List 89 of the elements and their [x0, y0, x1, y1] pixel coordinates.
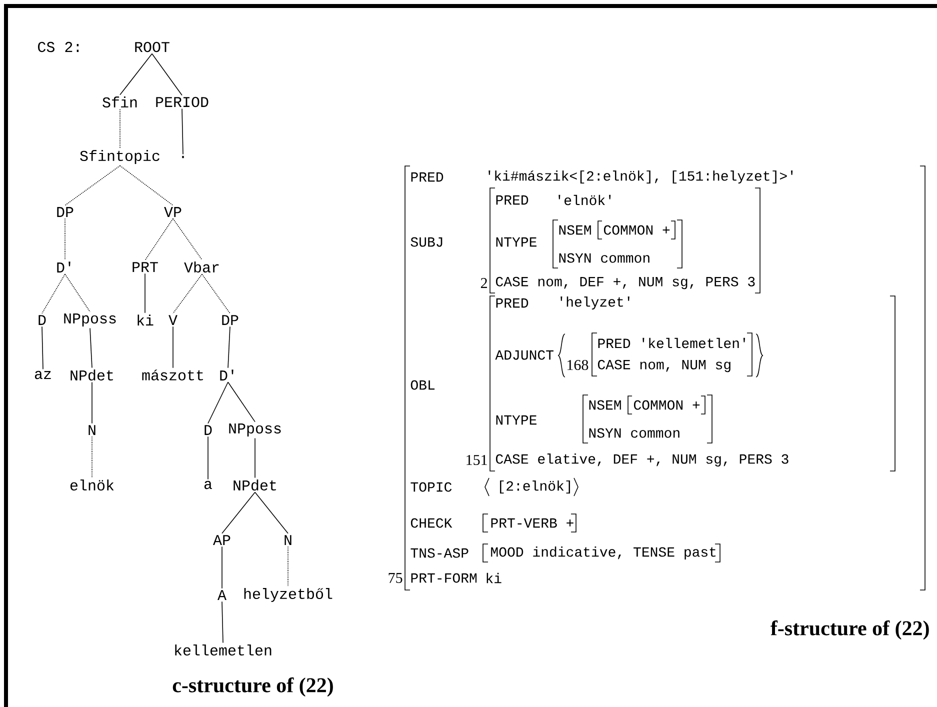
category-label: Sfintopic — [80, 150, 160, 164]
feature-name: PRED — [496, 298, 528, 308]
tree-branch — [172, 274, 202, 314]
feature-value: PRT-VERB + — [491, 518, 574, 528]
category-label: NPposs — [229, 424, 281, 436]
feature-value: 'elnök' — [558, 194, 611, 206]
category-label: Vbar — [184, 262, 219, 272]
index-number: 75 — [388, 573, 402, 583]
tree-branch — [64, 165, 120, 206]
tree-branch — [120, 165, 174, 206]
feature-name: TOPIC — [410, 482, 452, 492]
feature-value: NSYN common — [589, 428, 680, 438]
feature-name: NTYPE — [496, 415, 536, 425]
feature-name: CHECK — [410, 518, 452, 528]
tree-branch — [42, 274, 66, 314]
tree-branch — [64, 218, 66, 260]
feature-name: PRED — [496, 195, 528, 205]
category-label: DP — [222, 315, 238, 325]
feature-value: 'helyzet' — [560, 296, 630, 310]
feature-value: COMMON + — [604, 225, 670, 235]
tree-branch — [254, 438, 256, 478]
category-label: VP — [164, 207, 182, 217]
feature-name: PRT-FORM — [411, 573, 477, 583]
feature-value: ki — [486, 572, 502, 584]
category-label: NPposs — [64, 314, 116, 326]
index-number: 151 — [466, 455, 487, 466]
feature-value: CASE nom, NUM sg — [598, 360, 730, 372]
feature-value: NSYN common — [559, 253, 650, 263]
word-label: a — [204, 480, 212, 490]
category-label: PERIOD — [156, 96, 208, 108]
feature-name: NSEM — [589, 400, 621, 410]
category-label: D — [204, 425, 212, 435]
word-label: elnök — [70, 480, 114, 490]
feature-value: COMMON + — [634, 400, 700, 410]
category-label: V — [168, 315, 178, 325]
word-label: helyzetből — [244, 588, 332, 602]
category-label: N — [284, 535, 292, 545]
category-label: DP — [57, 207, 74, 217]
tree-branch — [120, 53, 152, 96]
feature-name: TNS-ASP — [410, 548, 468, 558]
category-label: D' — [220, 370, 234, 380]
tree-branch — [222, 492, 256, 534]
tree-branch — [42, 326, 44, 370]
tree-branch — [144, 218, 174, 261]
category-label: AP — [213, 535, 230, 545]
feature-name: OBL — [410, 380, 435, 390]
category-label: ROOT — [135, 42, 170, 52]
tree-branch — [222, 601, 224, 644]
index-number: 2 — [480, 278, 487, 288]
tree-branch — [64, 274, 90, 312]
feature-name: NTYPE — [496, 237, 536, 247]
category-label: A — [218, 590, 226, 600]
tree-branch — [228, 326, 230, 368]
category-label: NPdet — [70, 369, 113, 381]
feature-name: NSEM — [559, 225, 591, 235]
caption: c-structure of (22) — [172, 677, 333, 697]
feature-name: ADJUNCT — [495, 350, 554, 360]
tree-branch — [172, 326, 174, 368]
feature-value: CASE elative, DEF +, NUM sg, PERS 3 — [496, 453, 788, 467]
feature-name: PRED — [411, 172, 444, 182]
structure-number: CS 2: — [38, 42, 79, 52]
feature-name: SUBJ — [410, 237, 442, 247]
tree-branch — [208, 382, 228, 424]
tree-branch — [202, 274, 230, 314]
tree-branch — [182, 108, 184, 155]
tree-branch — [152, 53, 182, 96]
feature-value: MOOD indicative, TENSE past — [491, 546, 716, 560]
word-label: mászott — [142, 370, 203, 380]
index-number: 168 — [568, 360, 588, 370]
word-label: az — [34, 370, 51, 380]
tree-branch — [90, 328, 92, 368]
category-label: N — [88, 425, 96, 435]
caption: f-structure of (22) — [770, 620, 929, 640]
feature-value: [2:elnök] — [500, 480, 570, 494]
feature-value: CASE nom, DEF +, NUM sg, PERS 3 — [496, 276, 755, 290]
tree-branch — [228, 382, 256, 422]
category-label: NPdet — [234, 479, 276, 491]
tree-branch — [172, 218, 202, 260]
category-label: PRT — [132, 262, 158, 272]
category-label: Sfin — [102, 96, 137, 108]
feature-value: PRED 'kellemetlen' — [598, 338, 745, 348]
tree-branch — [254, 492, 288, 534]
word-label: . — [182, 156, 184, 158]
word-label: ki — [138, 314, 154, 326]
word-label: kellemetlen — [175, 644, 272, 656]
category-label: D' — [57, 262, 70, 272]
tree-branch — [144, 273, 146, 314]
category-label: D — [38, 315, 46, 325]
feature-value: 'ki#mászik<[2:elnök], [151:helyzet]>' — [488, 170, 793, 184]
